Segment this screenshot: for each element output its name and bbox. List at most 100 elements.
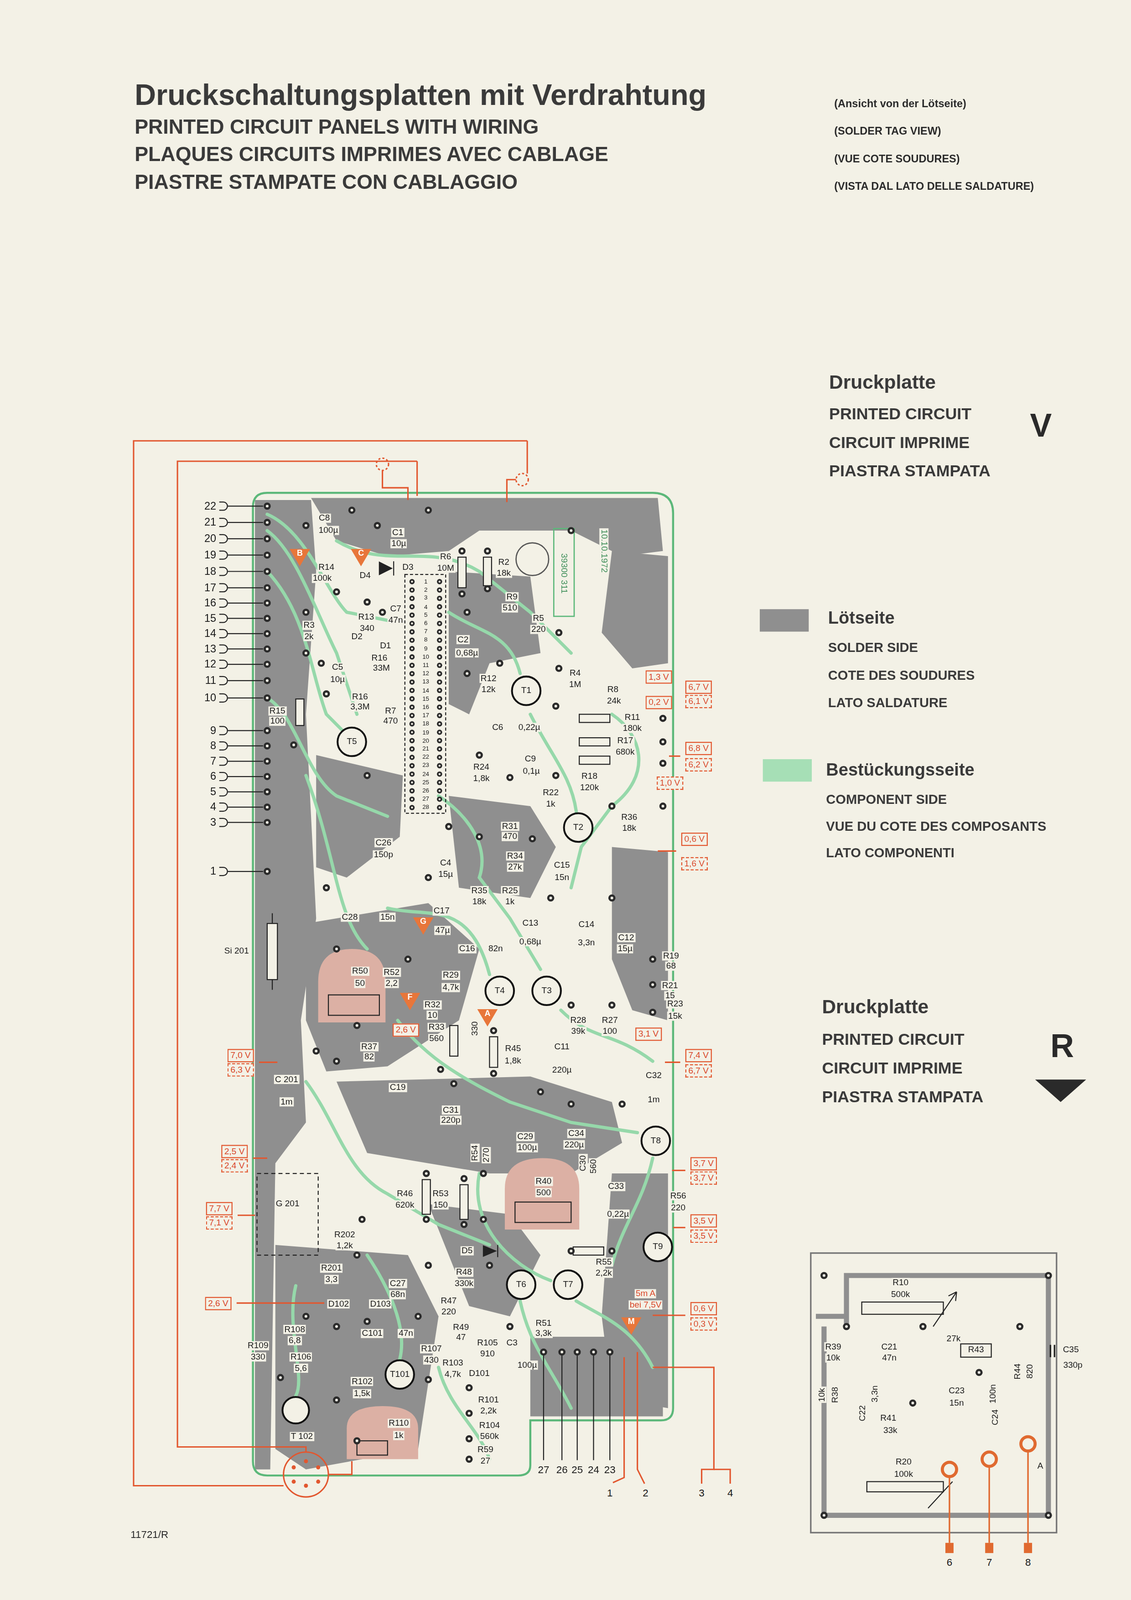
solder-pads-g-circle (265, 728, 269, 732)
socket-pin-number: 25 (422, 778, 430, 786)
fuse-symbol (267, 913, 278, 990)
component-label: 15k (667, 1011, 684, 1021)
legend-line: COMPONENT SIDE (825, 792, 947, 808)
solder-pads-g-circle (648, 1008, 657, 1016)
component-label: C33 (607, 1181, 625, 1192)
component-label: 2,2 (384, 978, 399, 989)
solder-pads-g-circle (436, 670, 443, 677)
solder-pads-g-circle (1047, 1513, 1050, 1516)
solder-pads-g-circle (498, 661, 502, 665)
voltage-box: 6,7 V (685, 1063, 712, 1077)
subtitle-text: PLAQUES CIRCUITS IMPRIMES AVEC CABLAGE (134, 142, 609, 166)
solder-pads-g-circle (325, 692, 328, 696)
solder-pads-g-circle (409, 721, 416, 727)
solder-pads-g-circle (467, 1411, 471, 1415)
component-label: 10µ (390, 539, 408, 549)
legend-title: Lötseite (828, 608, 895, 628)
solder-pads-g (539, 1348, 548, 1356)
component-label: 100µ (516, 1359, 539, 1370)
solder-pads-g (465, 1434, 473, 1443)
pin-number: 10 (204, 691, 217, 704)
solder-pads-g-circle (539, 1348, 548, 1356)
resistor-symbols-rect (579, 755, 610, 764)
solder-pads-g-circle (483, 585, 492, 593)
solder-pads-g (263, 788, 271, 796)
component-side-traces-path (387, 907, 490, 975)
solder-pads-g-circle (462, 1176, 466, 1180)
outer-wiring-path (673, 1226, 686, 1228)
solder-pads-g-circle (490, 1069, 498, 1077)
solder-pads-g-circle (496, 659, 504, 667)
voltage-value: 6,7 V (688, 680, 709, 693)
solder-pads-g-circle (263, 741, 271, 750)
component-label: 18k (471, 897, 488, 907)
solder-pads-path (219, 550, 264, 560)
component-label: C27 (388, 1278, 407, 1288)
solder-pads-g (496, 659, 504, 667)
din-socket-pins-circle (303, 1458, 308, 1463)
solder-pads-g (409, 754, 416, 760)
solder-pads-g-circle (438, 630, 441, 633)
component-label: 15n (379, 912, 396, 922)
outer-wiring-path (657, 850, 676, 852)
solder-pads-g-circle (620, 1102, 624, 1106)
marker-triangles-polygon (399, 992, 421, 1010)
page-title: Druckschaltungsplatten mit Verdrahtung (134, 79, 707, 112)
solder-pads-g-circle (483, 547, 492, 555)
socket-pin-number: 23 (422, 762, 430, 769)
solder-pads-g (436, 687, 443, 693)
solder-pads-g-circle (438, 731, 441, 733)
pin-number: 21 (204, 516, 217, 529)
component-label: 330p (1062, 1359, 1084, 1370)
solder-pads-g-circle (263, 660, 271, 668)
battery-outline (257, 1172, 319, 1255)
transistor-symbols-circle (553, 1270, 583, 1299)
solder-pads-g-circle (424, 1375, 432, 1383)
solder-pads-g (414, 1312, 422, 1320)
board-r-rect (861, 1301, 944, 1314)
resistor-symbols-rect (573, 1246, 604, 1255)
solder-pads-g (263, 599, 271, 607)
outer-wiring-path (253, 1156, 268, 1159)
solder-pads-g (424, 506, 432, 514)
component-label: 330k (453, 1278, 475, 1288)
component-label: R23 (666, 998, 685, 1009)
solder-pads-g-circle (1044, 1271, 1053, 1279)
solder-pads-g (263, 660, 271, 668)
pin-number: 1 (210, 865, 217, 877)
transistor-symbols-circle (282, 1396, 309, 1423)
component-label: 100k (311, 573, 333, 584)
outer-wiring-circle (283, 1451, 329, 1497)
pin-number: 16 (204, 596, 217, 609)
solder-pads-g-circle (439, 1067, 442, 1071)
solder-pads-g (409, 612, 416, 618)
solder-pads-g-circle (438, 588, 441, 591)
component-label: D1 (378, 640, 393, 651)
solder-pads-g-circle (608, 1246, 616, 1255)
component-label: 2,2k (594, 1268, 613, 1278)
pin-number: 8 (210, 739, 217, 752)
solder-pads-g-circle (542, 1350, 545, 1354)
marker-letter: A (484, 1009, 491, 1019)
socket-pin-number: 11 (422, 661, 430, 669)
solder-pads-g-circle (475, 751, 483, 759)
solder-pads-g-circle (487, 1263, 491, 1266)
board-r-circle (982, 1451, 997, 1466)
component-label: 47n (881, 1352, 898, 1363)
component-label: R2 (497, 557, 511, 567)
solder-pads-g (436, 804, 443, 810)
solder-pads-g (436, 653, 443, 660)
solder-pads-g-circle (410, 638, 413, 641)
solder-pads-g-circle (555, 664, 563, 672)
solder-pads-g-circle (661, 716, 665, 720)
solder-pads-g-circle (465, 1455, 473, 1463)
transistor-symbols-circle (337, 727, 367, 757)
outer-wiring-path (133, 440, 528, 1485)
component-label: C31 (441, 1105, 460, 1115)
voltage-value: 1,0 V (659, 776, 680, 789)
component-label: D4 (358, 570, 372, 581)
solder-pads-g-circle (279, 1375, 282, 1379)
solder-pads-g (490, 1069, 498, 1077)
copper-solder-side-path (316, 754, 403, 877)
solder-pads-g (475, 751, 483, 759)
